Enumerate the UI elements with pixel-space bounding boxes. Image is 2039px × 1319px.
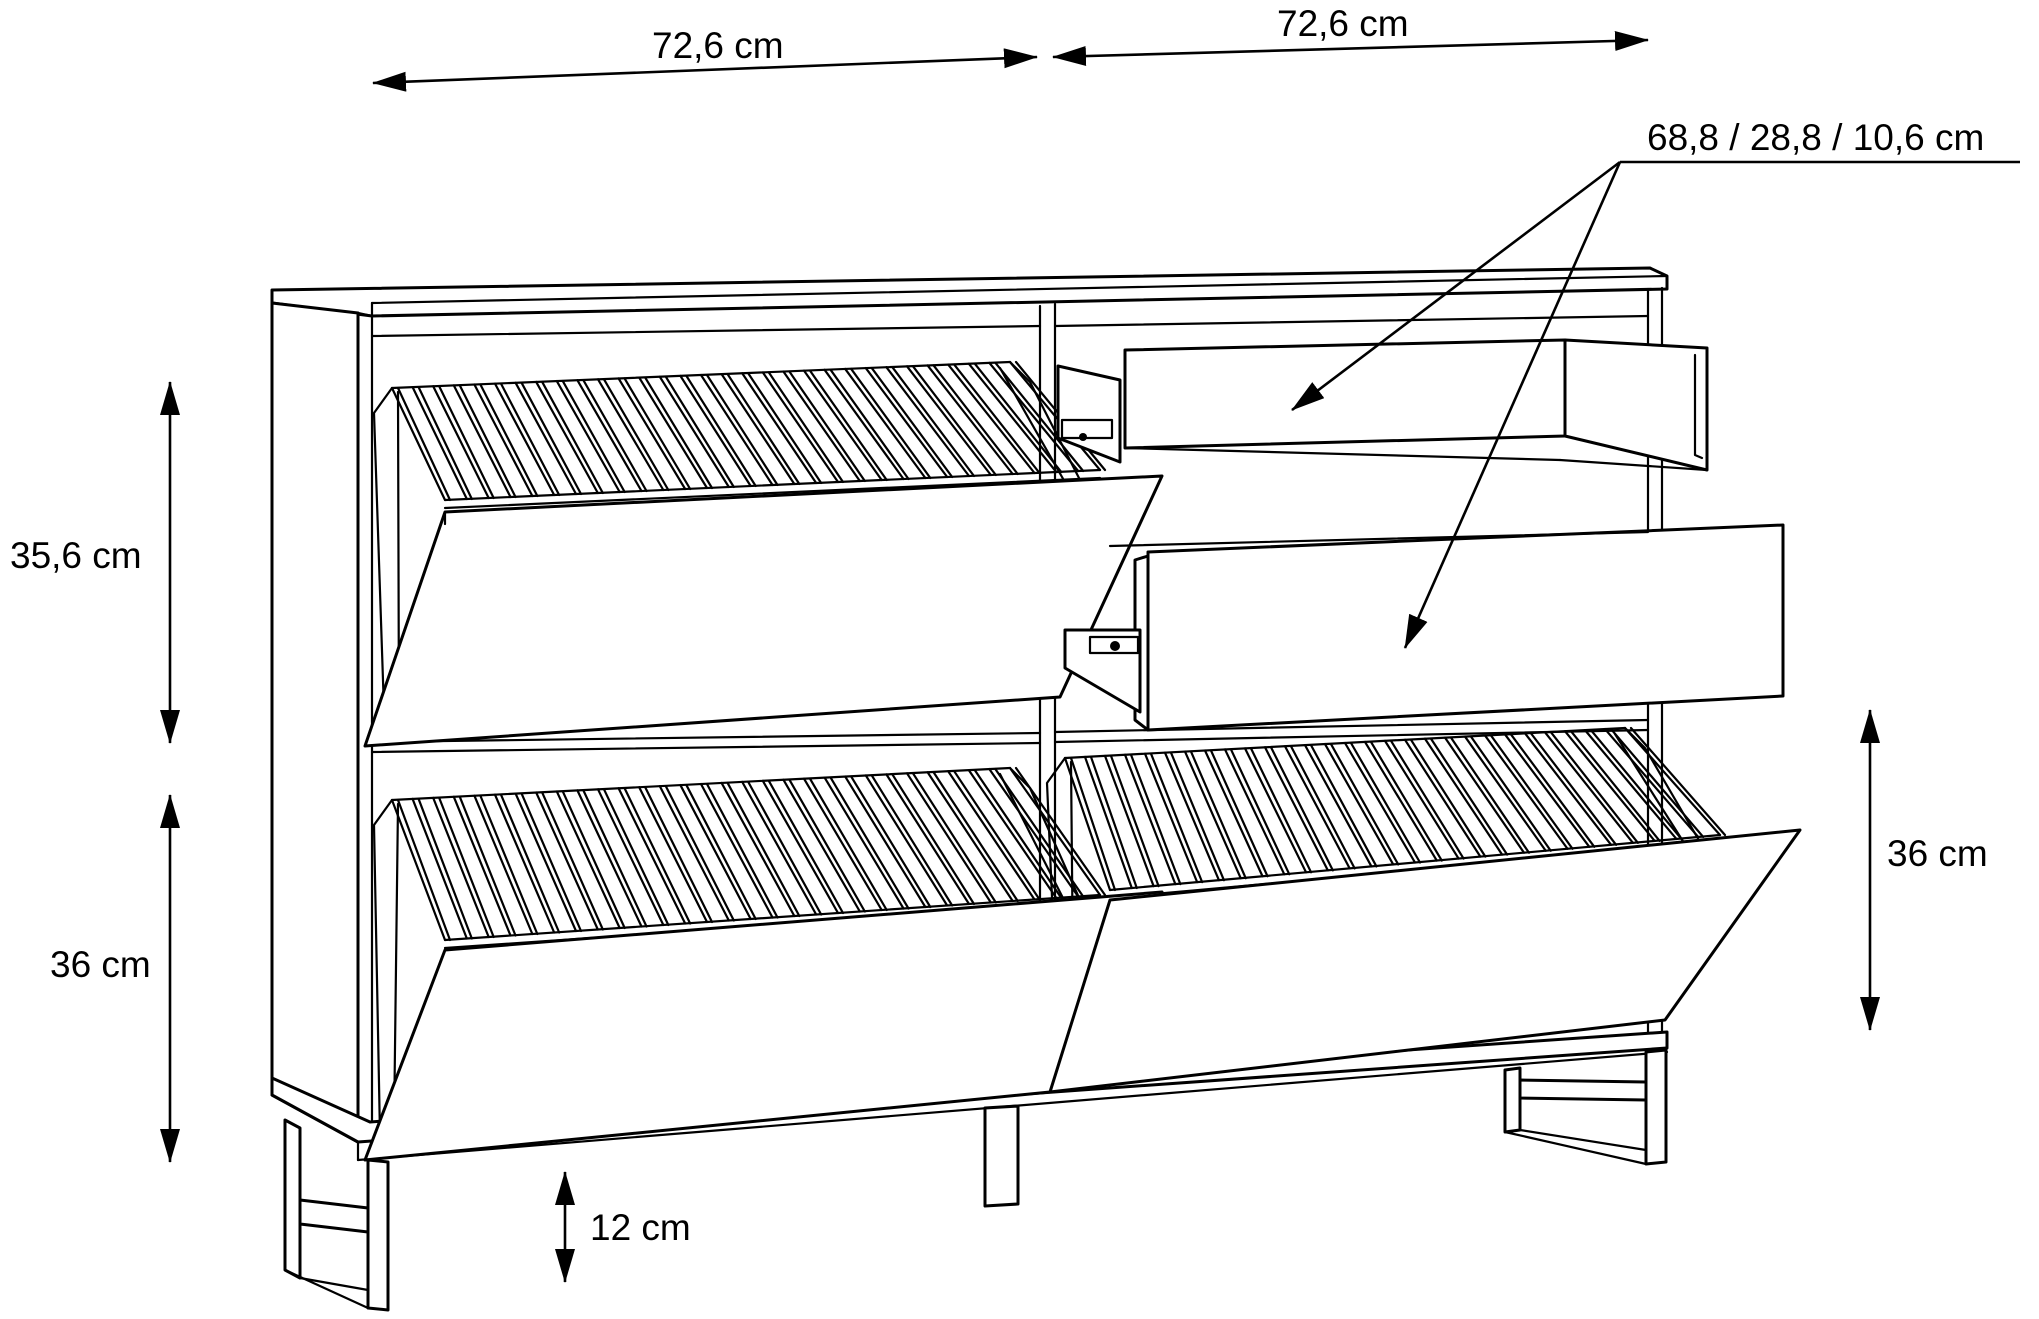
label-height-upper-flap: 35,6 cm	[10, 535, 142, 576]
top-board	[272, 268, 1667, 316]
lower-left-flap	[365, 892, 1162, 1160]
left-side-panel	[272, 303, 358, 1142]
label-width-left: 72,6 cm	[652, 25, 784, 66]
upper-left-flap	[365, 476, 1162, 746]
label-leg-height: 12 cm	[590, 1207, 691, 1248]
label-height-lower-left: 36 cm	[50, 944, 151, 985]
upper-drawer-open	[1058, 340, 1707, 470]
lower-drawer	[1065, 525, 1783, 730]
label-height-lower-right: 36 cm	[1887, 833, 1988, 874]
legs	[285, 1050, 1666, 1310]
lower-right-flap	[1050, 830, 1800, 1092]
label-drawer-size: 68,8 / 28,8 / 10,6 cm	[1647, 117, 1984, 158]
dimension-lines	[160, 30, 2020, 1283]
wire-racks	[374, 362, 1725, 1135]
middle-leg	[985, 1106, 1018, 1206]
label-width-right: 72,6 cm	[1277, 3, 1409, 44]
